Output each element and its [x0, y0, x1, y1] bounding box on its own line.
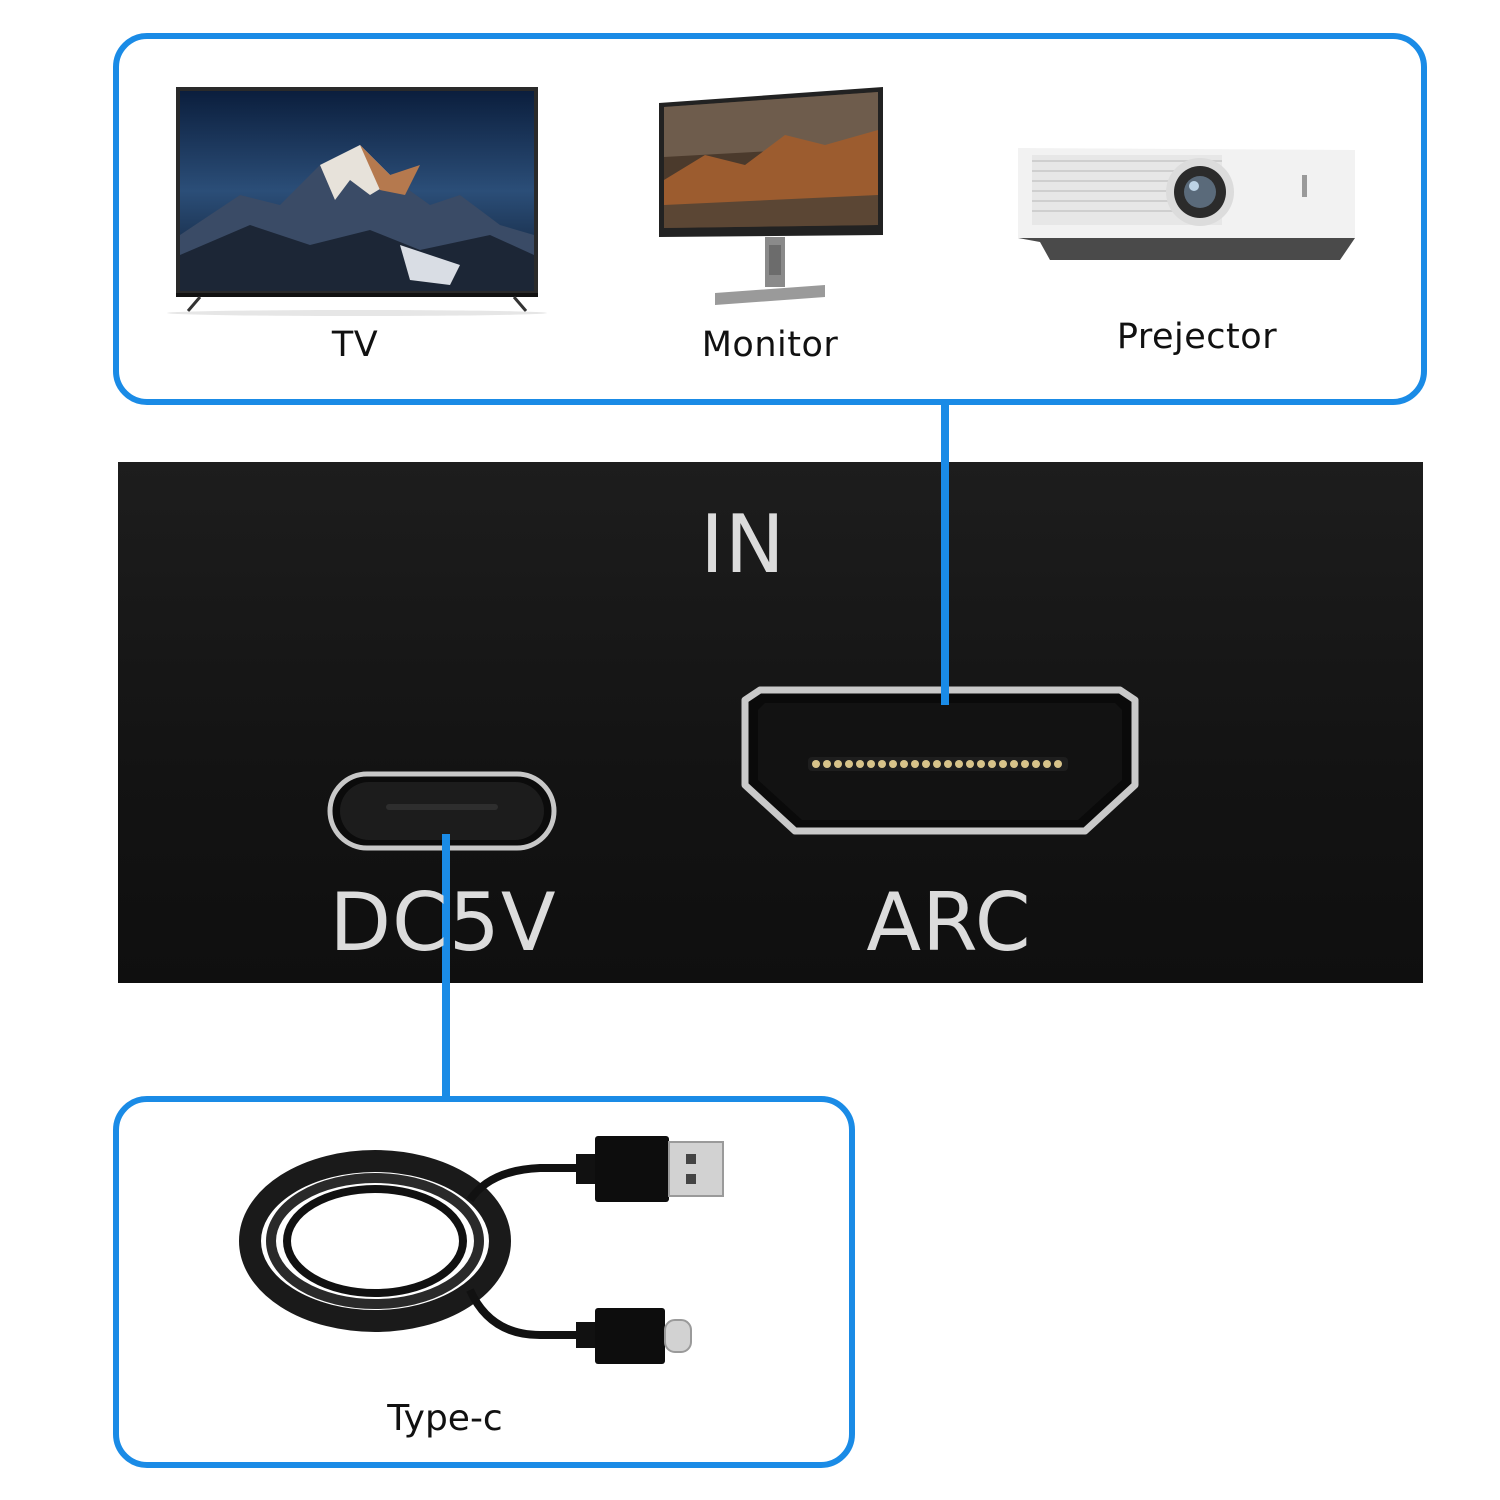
- type-c-label: Type-c: [387, 1398, 503, 1439]
- monitor-label: Monitor: [701, 325, 839, 365]
- hdmi-connection-line: [941, 405, 949, 705]
- in-label: IN: [700, 498, 786, 591]
- tv-label: TV: [331, 325, 379, 365]
- power-connection-line: [442, 834, 450, 1097]
- tv-icon: [167, 87, 547, 316]
- arc-label: ARC: [866, 876, 1032, 969]
- monitor-icon: [659, 87, 883, 305]
- projector-label: Prejector: [1116, 317, 1278, 357]
- usb-cable-icon: [239, 1136, 724, 1364]
- dc5v-label: DC5V: [329, 876, 557, 969]
- projector-icon: [1018, 138, 1355, 260]
- hdmi-port-icon: [741, 686, 1139, 835]
